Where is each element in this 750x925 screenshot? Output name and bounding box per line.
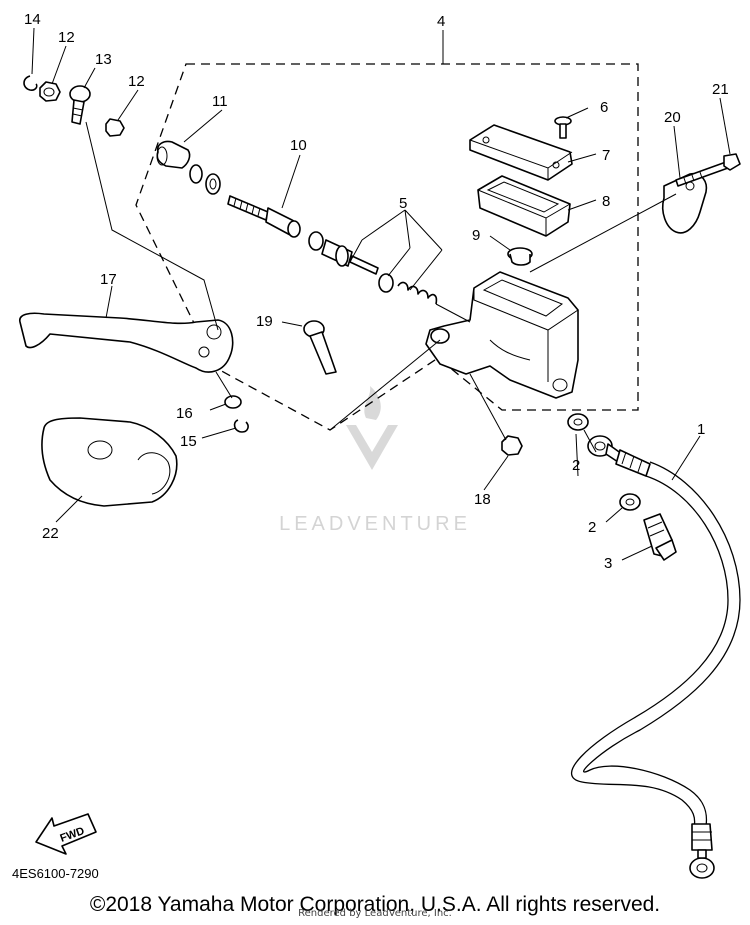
watermark-text: LEADVENTURE xyxy=(279,513,471,535)
part-17-clutch-lever xyxy=(19,312,234,373)
callout-5: 5 xyxy=(399,195,407,212)
callout-20: 20 xyxy=(664,109,681,126)
callout-15: 15 xyxy=(180,433,197,450)
part-15-clip xyxy=(233,419,249,433)
callout-numbers: 4 1 2 2 3 5 6 7 8 9 10 11 12 12 13 14 15… xyxy=(24,11,729,572)
part-8-diaphragm xyxy=(477,175,571,237)
master-cylinder-assembly-boundary xyxy=(135,63,639,431)
callout-3: 3 xyxy=(604,555,612,572)
part-22-lever-cover xyxy=(41,417,178,507)
part-18-nut xyxy=(501,435,523,456)
callout-21: 21 xyxy=(712,81,729,98)
part-13-pivot-bolt xyxy=(69,85,91,125)
part-21-bolt xyxy=(675,153,741,187)
copyright-notice: ©2018 Yamaha Motor Corporation, U.S.A. A… xyxy=(89,893,661,916)
leader-lines xyxy=(31,27,731,561)
part-6-screw xyxy=(554,116,572,139)
part-10-push-rod xyxy=(227,195,301,238)
callout-17: 17 xyxy=(100,271,117,288)
callout-22: 22 xyxy=(42,525,59,542)
callout-9: 9 xyxy=(472,227,480,244)
diagram-code: 4ES6100-7290 xyxy=(12,866,99,881)
callout-19: 19 xyxy=(256,313,273,330)
callout-13: 13 xyxy=(95,51,112,68)
fwd-arrow-icon: FWD xyxy=(35,813,97,855)
callout-1: 1 xyxy=(697,421,705,438)
part-11-boot xyxy=(156,140,191,169)
leadventure-watermark: LEADVENTURE xyxy=(279,386,471,535)
callout-8: 8 xyxy=(602,193,610,210)
master-cylinder-body xyxy=(425,271,579,399)
callout-6: 6 xyxy=(600,99,608,116)
callout-7: 7 xyxy=(602,147,610,164)
callout-16: 16 xyxy=(176,405,193,422)
callout-2-lower: 2 xyxy=(588,519,596,536)
callout-4: 4 xyxy=(437,13,445,30)
part-19-pin xyxy=(303,320,337,375)
part-2-washer-upper xyxy=(567,413,589,431)
part-9-plug xyxy=(507,247,533,266)
part-12-nut-left xyxy=(39,81,61,102)
rendered-by-notice: Rendered by LeadVenture, Inc. xyxy=(298,908,452,919)
callout-11: 11 xyxy=(212,93,228,110)
callout-2-upper: 2 xyxy=(572,457,580,474)
callout-12-left: 12 xyxy=(58,29,75,46)
callout-10: 10 xyxy=(290,137,307,154)
part-1-clutch-hose xyxy=(570,435,741,879)
part-11-rings xyxy=(189,164,221,195)
part-7-reservoir-cap xyxy=(469,124,573,181)
part-2-washer-lower xyxy=(619,493,641,511)
part-5-piston-kit xyxy=(308,231,438,305)
part-16-washer xyxy=(224,395,242,409)
part-12-nut-right xyxy=(105,118,125,137)
part-3-union-bolt xyxy=(643,513,677,561)
callout-18: 18 xyxy=(474,491,491,508)
callout-14: 14 xyxy=(24,11,41,28)
part-14-circlip xyxy=(23,75,38,91)
callout-12-right: 12 xyxy=(128,73,145,90)
